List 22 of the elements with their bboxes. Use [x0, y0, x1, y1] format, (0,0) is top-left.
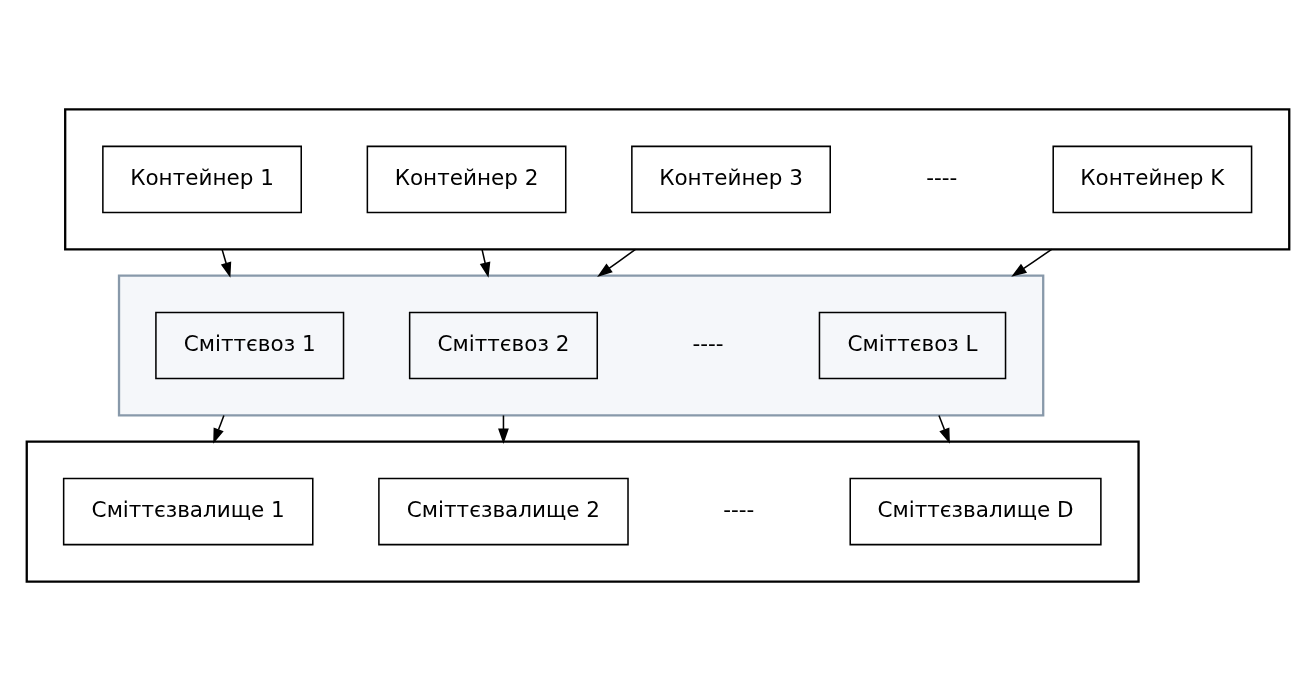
cluster [64, 107, 1291, 251]
cluster [25, 439, 1140, 583]
arrow [479, 248, 491, 278]
arrow [220, 248, 232, 278]
node-box: Сміттєзвалище D [849, 477, 1102, 545]
arrow [597, 248, 637, 277]
node-box: Контейнер 3 [631, 145, 831, 213]
node-box: Контейнер 2 [366, 145, 567, 213]
node-box: Контейнер K [1052, 145, 1253, 213]
node-box: Сміттєвоз 1 [155, 311, 345, 379]
node-box: Сміттєвоз L [818, 311, 1007, 379]
arrow [1011, 248, 1053, 277]
label: ---- [723, 496, 755, 522]
node-box: Контейнер 1 [102, 145, 302, 213]
node-box: Сміттєвоз 2 [408, 311, 599, 379]
node-box: Сміттєзвалище 1 [62, 477, 314, 545]
cluster [117, 273, 1045, 417]
label: ---- [692, 330, 724, 356]
label: ---- [926, 164, 958, 190]
arrow [938, 414, 950, 444]
arrow [213, 414, 225, 444]
node-box: Сміттєзвалище 2 [378, 477, 629, 545]
